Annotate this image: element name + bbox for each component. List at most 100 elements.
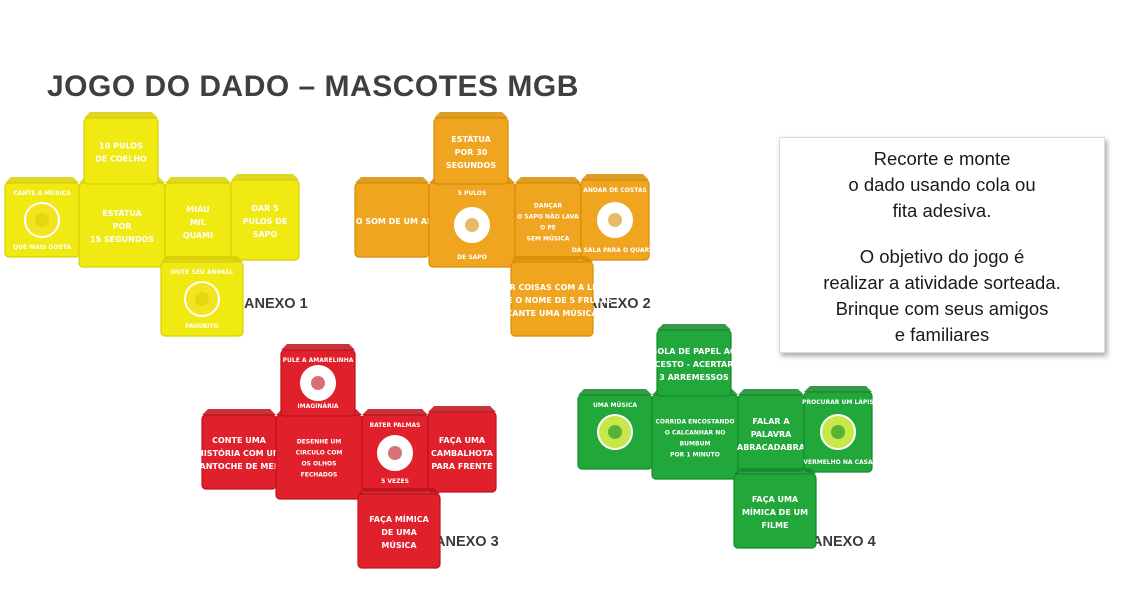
die-face-text: POR 30 xyxy=(455,148,488,157)
die-face-text: CANTE A MÚSICA xyxy=(13,190,71,197)
instructions-line: Brinque com seus amigos xyxy=(835,298,1049,319)
die-face-right2 xyxy=(427,411,497,493)
die-face-bottom xyxy=(510,261,594,337)
die-face-text: PULOS DE xyxy=(243,217,288,226)
mascot-figure-icon xyxy=(608,213,622,227)
annex-label-4: ANEXO 4 xyxy=(812,534,876,550)
die-face-text: DE COELHO xyxy=(95,155,147,164)
die-face-text: UMA MÚSICA xyxy=(593,402,637,409)
die-face-top xyxy=(433,117,509,185)
mascot-figure-icon xyxy=(831,425,845,439)
die-face-text: IMITE SEU ANIMAL xyxy=(171,269,234,276)
instructions-line: Recorte e monte xyxy=(873,148,1011,169)
die-face-text: MIL xyxy=(190,218,206,227)
glue-tab xyxy=(84,112,158,118)
die-face-text: SAPO xyxy=(253,230,278,239)
glue-tab xyxy=(231,174,299,180)
die-face-text: HISTÓRIA COM UM xyxy=(197,447,281,458)
mascot-figure-icon xyxy=(608,425,622,439)
glue-tab xyxy=(281,344,355,350)
die-face-text: 5 VEZES xyxy=(381,478,409,485)
die-face-text: 10 PULOS xyxy=(99,142,143,151)
instructions-box: Recorte e monte o dado usando cola ou fi… xyxy=(779,137,1105,353)
annex-label-2: ANEXO 2 xyxy=(587,296,651,312)
die-face-right2 xyxy=(230,179,300,261)
instructions-line: e familiares xyxy=(894,324,990,345)
die-face-text: PROCURAR UM LÁPIS xyxy=(802,399,874,406)
die-face-text: DIZER COISAS COM A LETRA xyxy=(489,283,617,292)
glue-tab xyxy=(434,112,508,118)
die-face-text: DESENHE UM xyxy=(297,439,342,446)
die-face-text: VERMELHO NA CASA xyxy=(803,459,873,466)
die-face-text: POR 1 MINUTO xyxy=(670,452,720,459)
die-face-text: BOLA DE PAPEL AO xyxy=(651,347,737,356)
die-face-text: QUAMI xyxy=(183,231,213,240)
mascot-figure-icon xyxy=(465,218,479,232)
die-face-text: CAMBALHOTA xyxy=(431,449,494,458)
die-face-center xyxy=(651,394,739,480)
die-face-text: DE UMA xyxy=(381,528,417,537)
die-face-text: 15 SEGUNDOS xyxy=(90,235,154,244)
die-face-text: DE SAPO xyxy=(457,254,487,261)
annex-label-3: ANEXO 3 xyxy=(435,534,499,550)
die-face-text: ESTÁTUA xyxy=(102,207,142,218)
die-face-text: SEM MÚSICA xyxy=(527,236,570,243)
glue-tab xyxy=(161,256,243,262)
glue-tab xyxy=(511,256,593,262)
die-face-text: QUE MAIS GOSTA xyxy=(13,244,71,251)
die-face-top xyxy=(656,329,732,397)
mascot-figure-icon xyxy=(35,213,49,227)
die-face-text: OS OLHOS xyxy=(302,461,337,468)
die-face-text: PULE A AMARELINHA xyxy=(283,357,354,364)
die-face-text: CORRIDA ENCOSTANDO xyxy=(655,419,734,426)
die-face-text: PARA FRENTE xyxy=(431,462,492,471)
instructions-line: realizar a atividade sorteada. xyxy=(823,272,1061,293)
glue-tab xyxy=(165,177,231,183)
instructions-line: O objetivo do jogo é xyxy=(859,246,1025,267)
die-face-text: FAVORITO xyxy=(185,323,218,330)
die-face-text: 3 ARREMESSOS xyxy=(659,373,729,382)
die-face-text: BATER PALMAS xyxy=(370,422,421,429)
die-face-text: MÚSICA xyxy=(381,539,417,550)
die-net-4: UMA MÚSICA CORRIDA ENCOSTANDO O CALCANHAR … xyxy=(577,324,874,549)
glue-tab xyxy=(581,174,649,180)
die-face-text: SEGUNDOS xyxy=(446,161,496,170)
glue-tab xyxy=(355,177,429,183)
die-face-text: MIAU xyxy=(186,205,209,214)
die-face-text: ANDAR DE COSTAS xyxy=(583,187,647,194)
die-face-text: FALAR A xyxy=(752,417,790,426)
die-face-text: FILME xyxy=(762,521,789,530)
die-face-text: MÍMICA DE UM xyxy=(742,506,808,517)
die-face-text: O PÉ xyxy=(540,224,556,232)
die-face-text: FALE O NOME DE 5 FRUTAS xyxy=(491,296,613,305)
glue-tab xyxy=(738,389,804,395)
die-face-text: O CALCANHAR NO xyxy=(665,430,726,437)
die-face-text: PALAVRA xyxy=(751,430,792,439)
annex-label-1: ANEXO 1 xyxy=(244,296,308,312)
glue-tab xyxy=(578,389,652,395)
glue-tab xyxy=(657,324,731,330)
die-face-text: BUMBUM xyxy=(680,441,711,448)
die-face-text: FAÇA UMA xyxy=(752,495,799,504)
die-face-text: POR xyxy=(113,222,132,231)
die-face-text: DAR 5 xyxy=(251,204,279,213)
mascot-figure-icon xyxy=(311,376,325,390)
instructions-line: fita adesiva. xyxy=(892,200,992,221)
die-face-text: IMAGINÁRIA xyxy=(297,403,339,410)
die-face-text: CESTO - ACERTAR xyxy=(655,360,734,369)
die-face-text: FAÇA UMA xyxy=(439,436,486,445)
glue-tab xyxy=(515,177,581,183)
die-face-text: FAÇA MÍMICA xyxy=(369,513,429,524)
glue-tab xyxy=(362,409,428,415)
die-face-text: IMITE O SOM DE UM ANIMAL xyxy=(328,217,456,226)
glue-tab xyxy=(804,386,872,392)
glue-tab xyxy=(428,406,496,412)
die-face-text: 5 PULOS xyxy=(458,190,487,197)
glue-tab xyxy=(734,468,816,474)
die-face-text: O SAPO NÃO LAVA xyxy=(517,214,579,221)
die-face-text: FANTOCHE DE MEIA xyxy=(195,462,284,471)
die-net-1: CANTE A MÚSICA QUE MAIS GOSTA ESTÁTUA POR 15… xyxy=(4,112,300,337)
